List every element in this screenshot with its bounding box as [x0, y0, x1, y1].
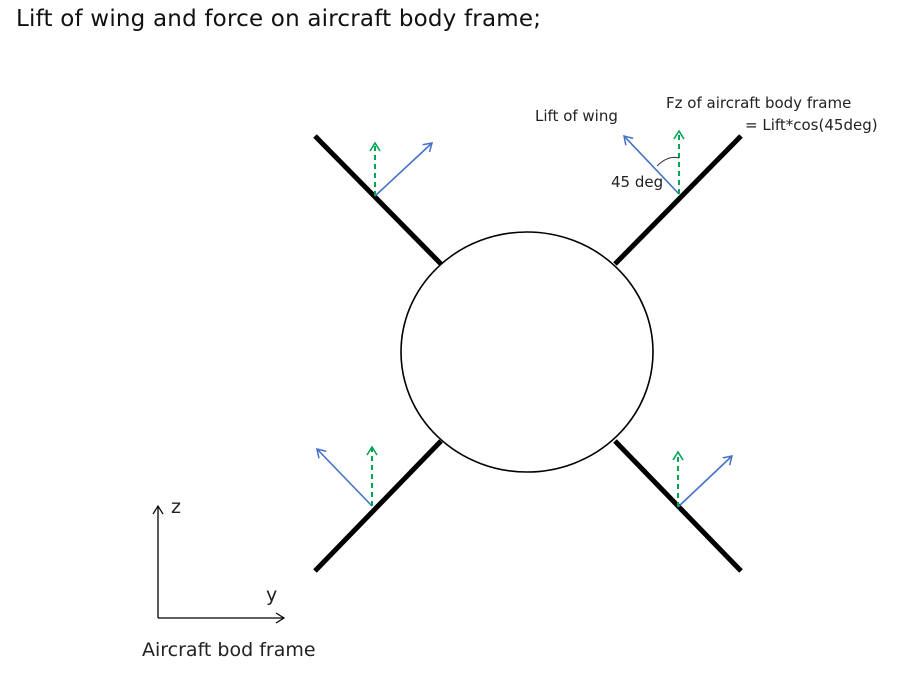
lift-arrow-upper-left [374, 142, 434, 197]
label-fz-line2: = Lift*cos(45deg) [745, 116, 878, 134]
label-axis-z: z [171, 496, 181, 518]
label-axis-y: y [266, 584, 277, 606]
lift-arrow-lower-left [316, 447, 373, 507]
lift-arrow-upper-right [623, 134, 680, 195]
label-fz-line1: Fz of aircraft body frame [666, 94, 851, 112]
label-angle: 45 deg [611, 173, 663, 191]
wing-upper-left [313, 134, 443, 266]
wing-upper-right [613, 134, 743, 266]
lift-arrow-lower-right [677, 455, 734, 508]
page-title: Lift of wing and force on aircraft body … [16, 6, 542, 32]
label-frame-caption: Aircraft bod frame [142, 639, 316, 661]
angle-arc [656, 156, 680, 167]
label-lift-of-wing: Lift of wing [535, 107, 618, 125]
fuselage-circle [400, 231, 654, 473]
wing-lower-left [313, 439, 443, 573]
